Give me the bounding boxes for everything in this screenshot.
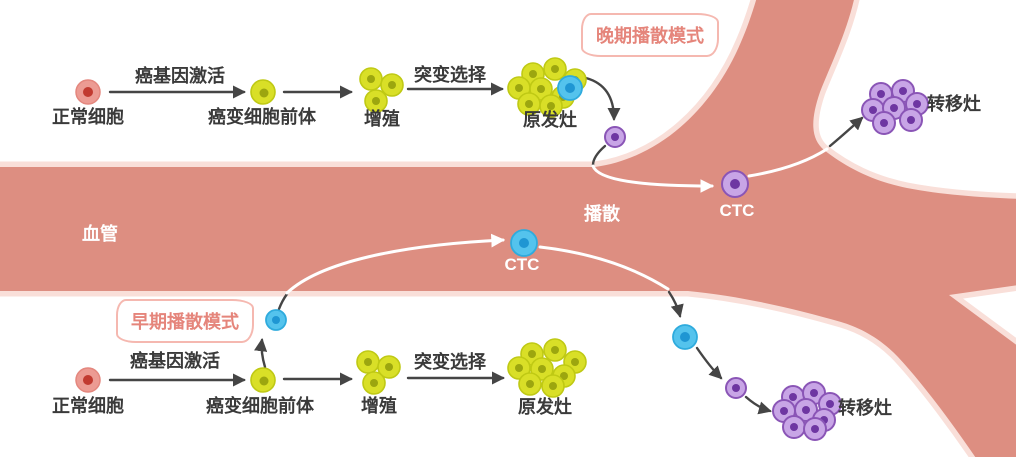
metastasis-label-bottom: 转移灶 — [838, 398, 892, 418]
primary-lesion-label-bottom: 原发灶 — [518, 397, 572, 417]
normal-cell-icon-top — [75, 79, 101, 105]
ctc-cell-icon-top — [721, 170, 749, 198]
arrow-intravasation-early — [254, 338, 268, 369]
disseminating-cell-icon-late — [604, 126, 626, 148]
metastasis-cluster-icon-top — [861, 79, 929, 135]
mutation-selection-label-bottom: 突变选择 — [414, 352, 486, 372]
extravasating-cell-icon-blue — [672, 324, 698, 350]
proliferation-label-top: 增殖 — [364, 109, 400, 129]
precancer-label-bottom: 癌变细胞前体 — [206, 396, 314, 416]
proliferation-label-bottom: 增殖 — [361, 396, 397, 416]
precancer-cell-icon-bottom — [250, 367, 276, 393]
metastasis-label-top: 转移灶 — [927, 94, 981, 114]
oncogene-activation-label-top: 癌基因激活 — [135, 66, 225, 86]
dissemination-label: 播散 — [584, 204, 620, 224]
disseminating-cell-icon-early — [265, 309, 287, 331]
primary-lesion-label-top: 原发灶 — [523, 110, 577, 130]
primary-lesion-cluster-icon-bottom — [507, 338, 587, 398]
late-mode-banner: 晚期播散模式 — [581, 13, 719, 57]
arrow-extravasation-early-2 — [744, 395, 772, 415]
extravasating-cell-icon-purple — [725, 377, 747, 399]
vessel-label: 血管 — [82, 224, 118, 244]
proliferation-cluster-icon-top — [359, 67, 404, 113]
normal-cell-icon-bottom — [75, 367, 101, 393]
oncogene-activation-label-bottom: 癌基因激活 — [130, 351, 220, 371]
metastasis-cluster-icon-bottom — [772, 381, 842, 441]
precancer-cell-icon-top — [250, 79, 276, 105]
proliferation-cluster-icon-bottom — [356, 350, 401, 395]
early-mode-banner: 早期播散模式 — [116, 299, 254, 343]
ctc-label-top: CTC — [719, 201, 755, 220]
arrow-extravasation-early-1 — [695, 346, 723, 380]
ctc-cell-icon-bottom — [510, 229, 538, 257]
early-dissemination-path — [277, 233, 684, 318]
arrow-intravasation-late — [584, 76, 621, 121]
precancer-label-top: 癌变细胞前体 — [208, 107, 316, 127]
primary-lesion-cluster-icon-top — [507, 57, 587, 118]
ctc-label-bottom: CTC — [504, 255, 540, 274]
normal-cell-label-bottom: 正常细胞 — [52, 396, 124, 416]
mutation-selection-label-top: 突变选择 — [414, 65, 486, 85]
normal-cell-label-top: 正常细胞 — [52, 107, 124, 127]
late-dissemination-path — [591, 116, 864, 193]
